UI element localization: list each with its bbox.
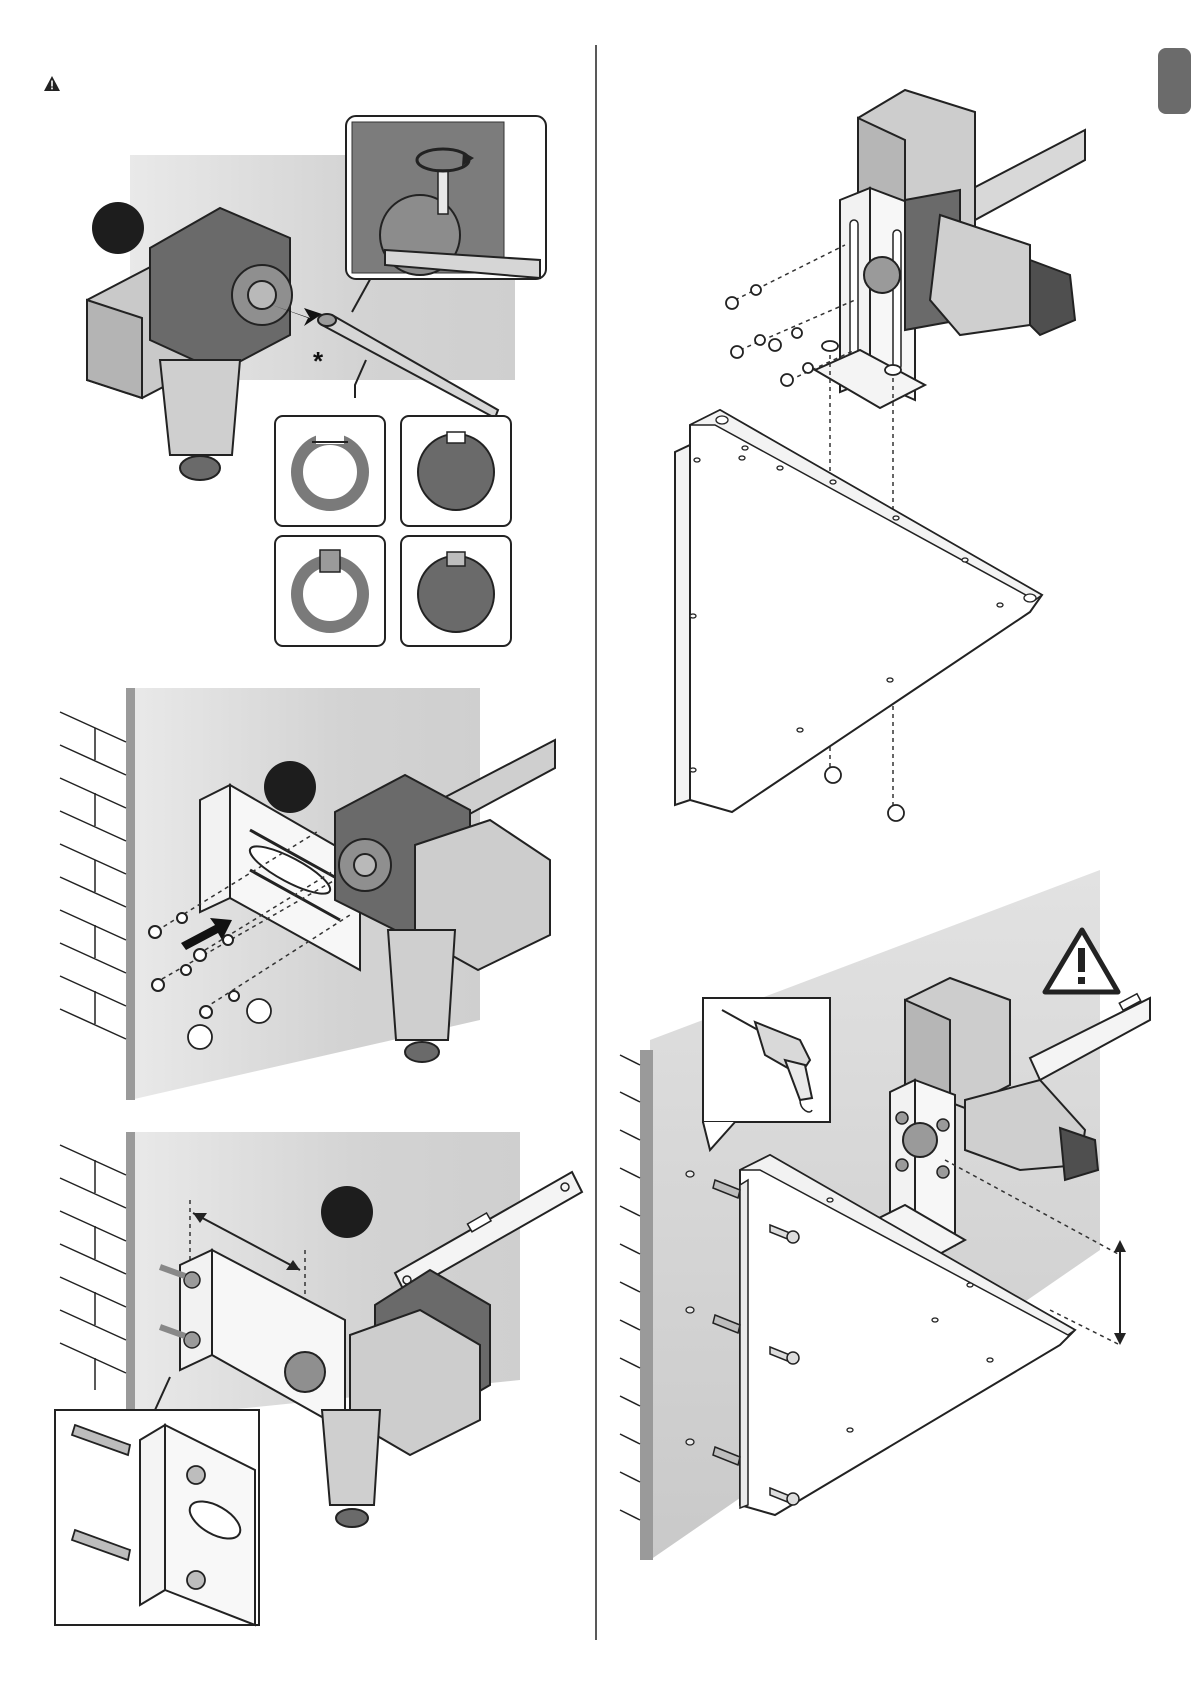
step-badge — [92, 202, 144, 254]
shaft-marker: * — [313, 346, 324, 376]
figure-wall-bracket — [60, 688, 555, 1100]
shaft-profile-solid-key — [401, 536, 511, 646]
brick-wall — [60, 712, 126, 1039]
shaft-profile-hollow-key — [275, 536, 385, 646]
warning-triangle-icon — [44, 76, 60, 91]
shaft-profile-hollow-flat — [275, 416, 385, 526]
mounting-plate — [690, 410, 1042, 812]
shaft-profile-solid-notch — [401, 416, 511, 526]
figure-shaft-fitting: * — [87, 116, 546, 646]
figure-plate-mounting — [675, 90, 1085, 821]
figure-level-check — [55, 1132, 582, 1625]
step-badge — [264, 761, 316, 813]
figure-wall-drilling — [620, 870, 1150, 1560]
step-badge — [321, 1186, 373, 1238]
language-tab — [1158, 48, 1191, 114]
